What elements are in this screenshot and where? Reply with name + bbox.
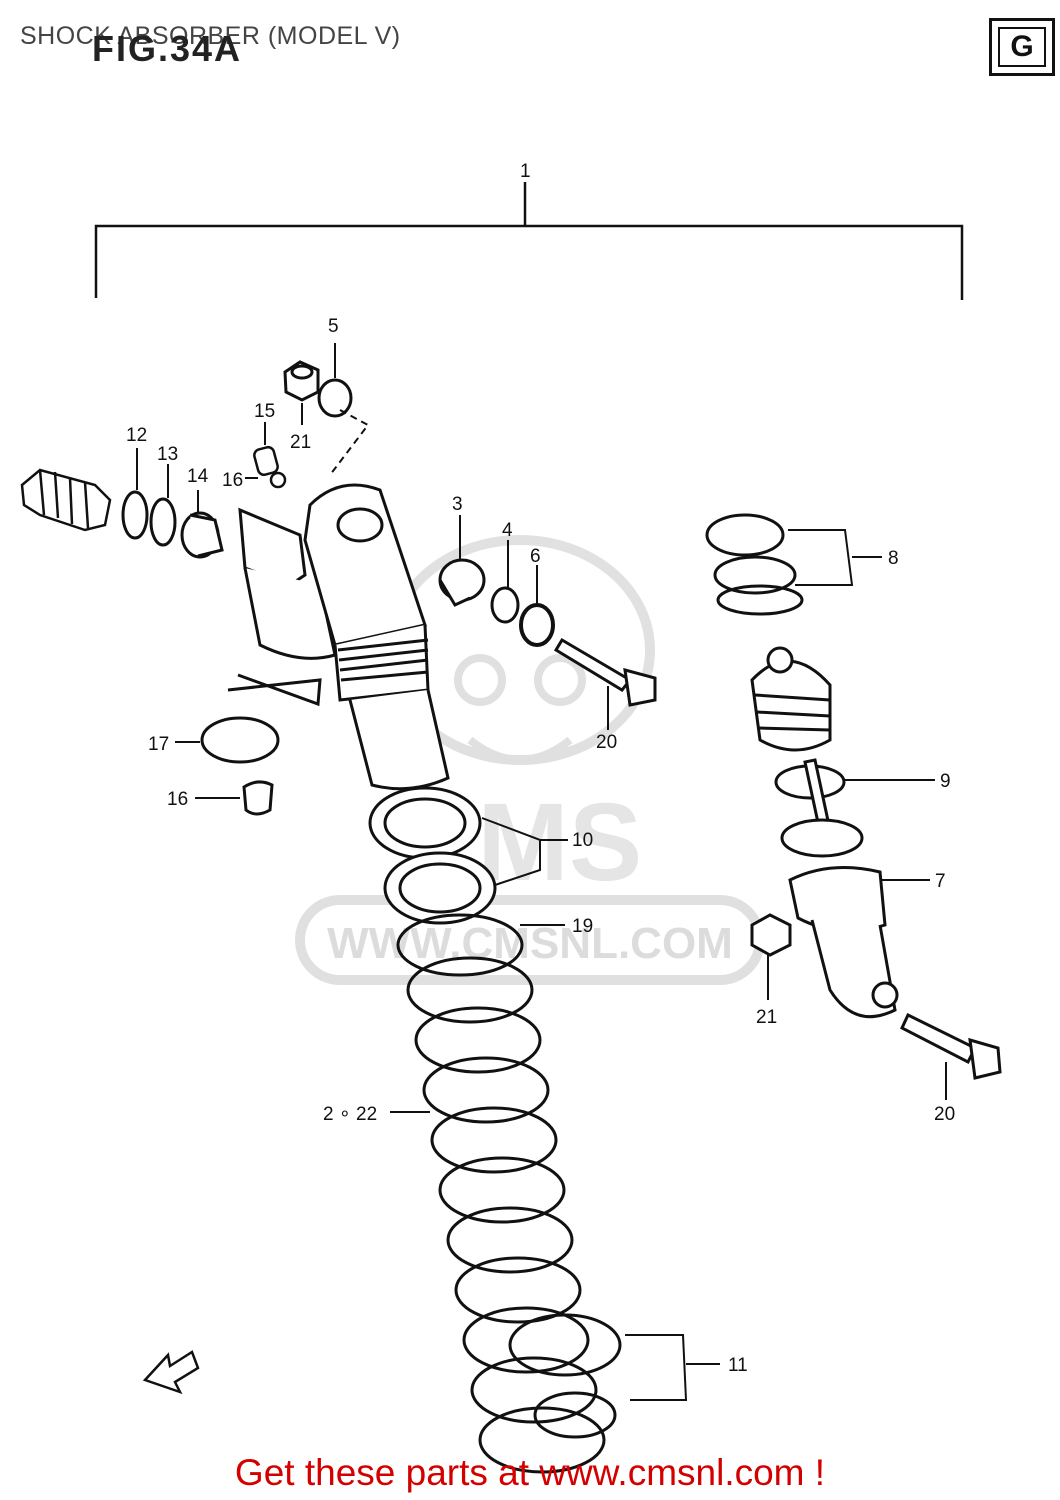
callout-7: 7: [935, 871, 946, 892]
lower-bracket-part-7: [780, 818, 899, 1019]
bump-stopper: [750, 646, 832, 752]
diagram-title: SHOCK ABSORBER (MODEL V): [20, 22, 401, 50]
lock-nuts-part-10: [368, 786, 497, 925]
stopper-rings-part-8: [705, 513, 804, 616]
steel-ball-part-16: [269, 471, 287, 489]
callout-4: 4: [502, 520, 513, 541]
callout-5: 5: [328, 316, 339, 337]
section-badge: G: [989, 18, 1055, 76]
figure-label: FIG.34A: [92, 28, 243, 69]
callout-12: 12: [126, 425, 147, 446]
assembly-bracket: [94, 182, 964, 300]
nut-part-21-top: [283, 360, 320, 402]
watermark-url: WWW.CMSNL.COM: [327, 919, 733, 968]
callout-13: 13: [157, 444, 178, 465]
callout-1: 1: [520, 161, 531, 182]
callout-14: 14: [187, 466, 209, 487]
callout-17: 17: [148, 734, 169, 755]
callout-9: 9: [940, 771, 951, 792]
callout-21-lower: 21: [756, 1007, 777, 1028]
spring-guide-part-11-lower: [533, 1391, 617, 1439]
callout-11: 11: [728, 1355, 748, 1376]
spring-seat-part-19: [396, 913, 524, 977]
dust-seal-part-6: [519, 603, 555, 647]
callout-2-22: 2 ∘ 22: [323, 1104, 377, 1125]
callout-20-upper: 20: [596, 732, 617, 753]
bolt-part-20-lower: [900, 1012, 1002, 1080]
bushing-part-3: [438, 558, 486, 607]
callout-16-top: 16: [222, 470, 243, 491]
footer-link-text[interactable]: Get these parts at www.cmsnl.com !: [234, 1452, 826, 1493]
callout-8: 8: [888, 548, 899, 569]
reservoir-cap-part: [20, 468, 112, 532]
watermark-mascot-eye-right: [534, 654, 586, 706]
washer-part-5: [317, 378, 353, 418]
nut-part-21-lower: [750, 913, 792, 957]
damper-body: [303, 483, 450, 791]
valve-part-14: [180, 511, 224, 559]
callout-3: 3: [452, 494, 463, 515]
spring-guide-part-11-upper: [508, 1313, 622, 1377]
callout-10: 10: [572, 830, 593, 851]
callout-15: 15: [254, 401, 275, 422]
callout-6: 6: [530, 546, 541, 567]
cap-part-18: [242, 780, 274, 816]
o-ring-part-17: [200, 716, 280, 764]
bleed-screw-part-15: [253, 445, 279, 477]
circlip-part-4: [490, 586, 520, 624]
reservoir-body: [227, 507, 337, 707]
callout-16-bottom: 16: [167, 789, 188, 810]
o-ring-part-12: [121, 490, 149, 540]
coil-spring-part-2-22: [406, 956, 606, 1474]
bolt-part-20-upper: [553, 637, 657, 707]
watermark-mascot-eye-left: [454, 654, 506, 706]
watermark-mascot-mouth: [467, 736, 573, 764]
callout-21-top: 21: [290, 432, 311, 453]
o-ring-part-13: [149, 497, 177, 547]
leader-lines: [136, 343, 947, 1401]
callout-20-lower: 20: [934, 1104, 955, 1125]
direction-arrow-icon: [142, 1350, 200, 1395]
section-badge-letter: G: [998, 27, 1046, 67]
callout-19: 19: [572, 916, 593, 937]
